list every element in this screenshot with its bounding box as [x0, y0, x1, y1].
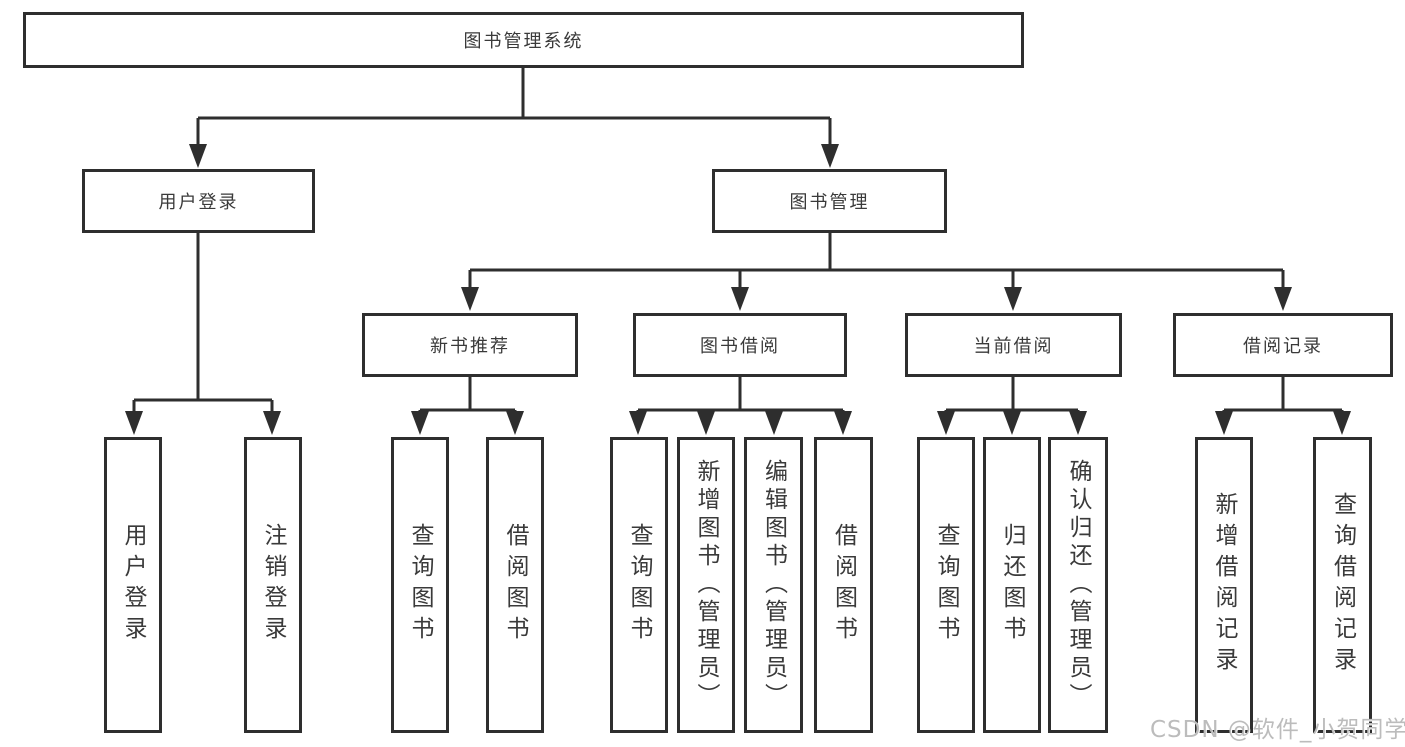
connector-borrow-records-to-children [1222, 377, 1344, 416]
leaf-borrow-edit-books-admin: 编辑图书（管理员） [744, 437, 803, 733]
arrowhead-down [629, 411, 647, 435]
node-new-book-recommend: 新书推荐 [362, 313, 578, 377]
arrowhead-down [1333, 411, 1351, 435]
connector-new-book-recommend-to-children [418, 377, 517, 416]
arrowhead-down [834, 411, 852, 435]
node-book-management: 图书管理 [712, 169, 947, 233]
node-label: 确认归还（管理员） [1065, 459, 1091, 711]
connector-current-borrow-to-children [944, 377, 1080, 416]
node-label: 编辑图书（管理员） [760, 459, 787, 711]
leaf-records-query-record: 查询借阅记录 [1313, 437, 1372, 733]
node-label: 注销登录 [260, 523, 286, 647]
leaf-logout: 注销登录 [244, 437, 302, 733]
node-label: 归还图书 [999, 523, 1025, 647]
node-label: 新增图书（管理员） [693, 459, 719, 711]
node-label: 借阅记录 [1243, 336, 1323, 357]
arrowhead-down [697, 411, 715, 435]
node-label: 查询图书 [626, 523, 652, 647]
node-user-login: 用户登录 [82, 169, 315, 233]
arrowhead-down [1274, 287, 1292, 311]
node-label: 新增借阅记录 [1211, 492, 1237, 678]
leaf-user-login: 用户登录 [104, 437, 162, 733]
connector-book-management-to-level3 [468, 233, 1285, 290]
arrowhead-down [821, 144, 839, 168]
node-label: 当前借阅 [973, 336, 1054, 357]
leaf-records-add-record: 新增借阅记录 [1195, 437, 1253, 733]
node-label: 用户登录 [158, 192, 239, 213]
node-label: 查询借阅记录 [1329, 492, 1356, 678]
node-book-borrow: 图书借阅 [633, 313, 847, 377]
node-current-borrow: 当前借阅 [905, 313, 1122, 377]
node-label: 图书管理 [789, 192, 870, 213]
node-label: 借阅图书 [502, 523, 528, 647]
leaf-current-confirm-return-admin: 确认归还（管理员） [1048, 437, 1108, 733]
node-label: 查询图书 [407, 523, 433, 647]
arrowhead-down [461, 287, 479, 311]
leaf-current-query-books: 查询图书 [917, 437, 975, 733]
arrowhead-down [1003, 411, 1021, 435]
node-label: 图书借阅 [700, 336, 780, 357]
node-borrow-records: 借阅记录 [1173, 313, 1393, 377]
node-label: 新书推荐 [430, 336, 510, 357]
node-label: 查询图书 [933, 523, 959, 647]
arrowhead-down [189, 144, 207, 168]
arrowhead-down [1004, 287, 1022, 311]
leaf-borrow-add-books-admin: 新增图书（管理员） [677, 437, 735, 733]
connector-root-to-level2 [196, 68, 832, 147]
leaf-borrow-borrow-books: 借阅图书 [814, 437, 873, 733]
arrowhead-down [765, 411, 783, 435]
arrowhead-down [731, 287, 749, 311]
arrowhead-down [263, 411, 281, 435]
arrowhead-down [1215, 411, 1233, 435]
node-label: 用户登录 [120, 523, 146, 647]
leaf-recommend-borrow-books: 借阅图书 [486, 437, 544, 733]
connector-book-borrow-to-children [636, 377, 845, 416]
node-library-management-system: 图书管理系统 [23, 12, 1024, 68]
csdn-watermark: CSDN @软件_小贺同学 [1150, 717, 1405, 743]
arrowhead-down [411, 411, 429, 435]
arrowhead-down [125, 411, 143, 435]
arrowhead-down [506, 411, 524, 435]
leaf-borrow-query-books: 查询图书 [610, 437, 668, 733]
node-label: 借阅图书 [830, 523, 857, 647]
node-label: 图书管理系统 [463, 31, 584, 52]
arrowhead-down [937, 411, 955, 435]
arrowhead-down [1069, 411, 1087, 435]
leaf-current-return-books: 归还图书 [983, 437, 1041, 733]
leaf-recommend-query-books: 查询图书 [391, 437, 449, 733]
connector-user-login-to-children [132, 233, 274, 416]
